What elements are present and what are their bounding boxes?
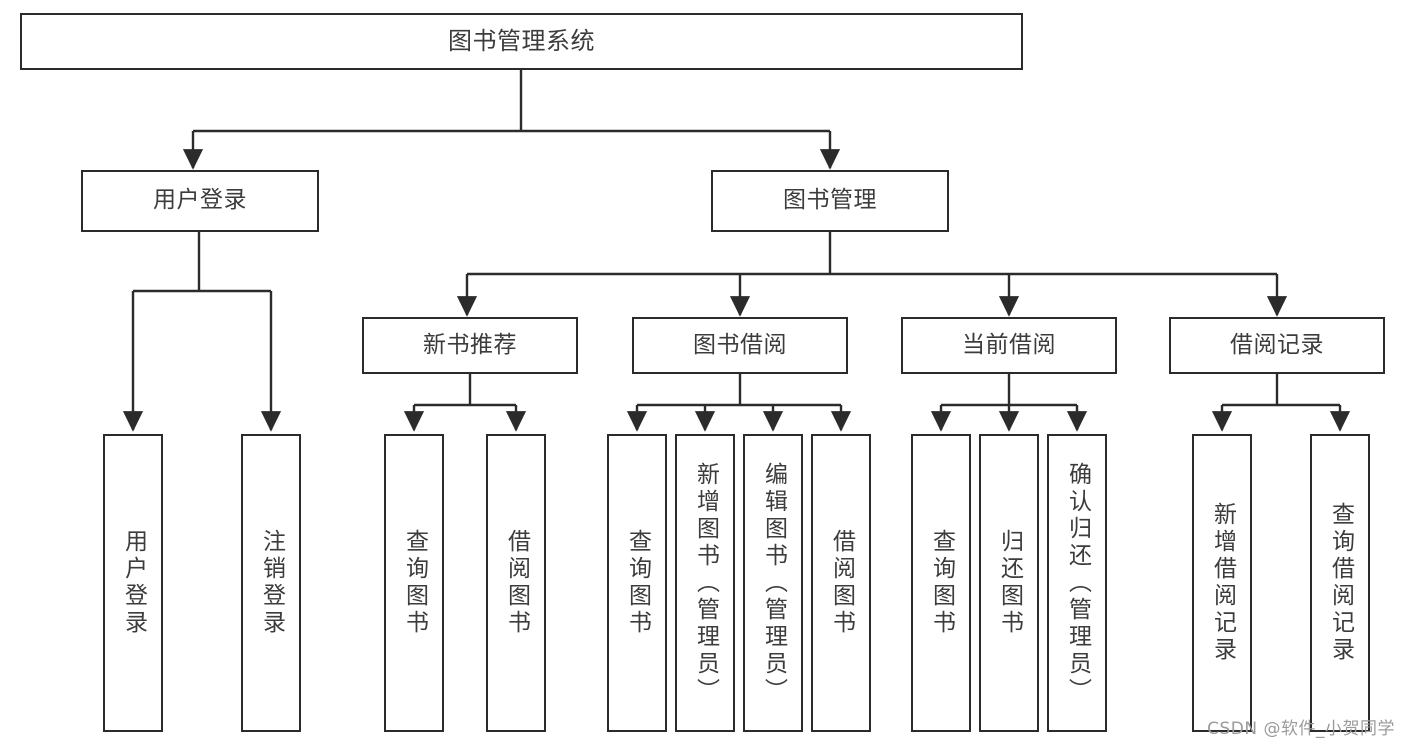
leaf-current-borrow-confirm-return[interactable]: 确认归还（管理员） (1047, 434, 1107, 732)
leaf-new-book-query[interactable]: 查询图书 (384, 434, 444, 732)
leaf-new-book-query-label: 查询图书 (401, 529, 428, 637)
node-user-login[interactable]: 用户登录 (81, 170, 319, 232)
leaf-current-borrow-query[interactable]: 查询图书 (911, 434, 971, 732)
node-book-borrow-label: 图书借阅 (693, 331, 787, 358)
leaf-new-book-borrow-label: 借阅图书 (503, 529, 530, 637)
leaf-user-login-login-label: 用户登录 (120, 529, 147, 637)
leaf-book-borrow-add[interactable]: 新增图书（管理员） (675, 434, 735, 732)
leaf-book-borrow-add-label: 新增图书（管理员） (692, 461, 719, 705)
node-new-book-recommend-label: 新书推荐 (423, 331, 517, 358)
leaf-current-borrow-confirm-return-label: 确认归还（管理员） (1064, 461, 1091, 705)
node-root-label: 图书管理系统 (448, 27, 595, 56)
node-current-borrow-label: 当前借阅 (962, 331, 1056, 358)
leaf-current-borrow-return[interactable]: 归还图书 (979, 434, 1039, 732)
node-book-borrow[interactable]: 图书借阅 (632, 317, 848, 374)
node-user-login-label: 用户登录 (153, 187, 247, 214)
node-book-management[interactable]: 图书管理 (711, 170, 949, 232)
node-borrow-record[interactable]: 借阅记录 (1169, 317, 1385, 374)
leaf-borrow-record-add[interactable]: 新增借阅记录 (1192, 434, 1252, 732)
leaf-book-borrow-query[interactable]: 查询图书 (607, 434, 667, 732)
leaf-user-login-logout-label: 注销登录 (258, 529, 285, 637)
leaf-user-login-login[interactable]: 用户登录 (103, 434, 163, 732)
leaf-current-borrow-query-label: 查询图书 (928, 529, 955, 637)
node-root-book-management-system[interactable]: 图书管理系统 (20, 13, 1023, 70)
leaf-book-borrow-borrow[interactable]: 借阅图书 (811, 434, 871, 732)
leaf-book-borrow-edit[interactable]: 编辑图书（管理员） (743, 434, 803, 732)
leaf-book-borrow-query-label: 查询图书 (624, 529, 651, 637)
leaf-borrow-record-query-label: 查询借阅记录 (1327, 502, 1354, 664)
leaf-user-login-logout[interactable]: 注销登录 (241, 434, 301, 732)
leaf-borrow-record-query[interactable]: 查询借阅记录 (1310, 434, 1370, 732)
node-current-borrow[interactable]: 当前借阅 (901, 317, 1117, 374)
leaf-book-borrow-edit-label: 编辑图书（管理员） (760, 461, 787, 705)
node-new-book-recommend[interactable]: 新书推荐 (362, 317, 578, 374)
leaf-borrow-record-add-label: 新增借阅记录 (1209, 502, 1236, 664)
node-book-management-label: 图书管理 (783, 187, 877, 214)
leaf-current-borrow-return-label: 归还图书 (996, 529, 1023, 637)
leaf-new-book-borrow[interactable]: 借阅图书 (486, 434, 546, 732)
watermark-text: CSDN @软件_小贺同学 (1207, 719, 1395, 739)
leaf-book-borrow-borrow-label: 借阅图书 (828, 529, 855, 637)
node-borrow-record-label: 借阅记录 (1230, 331, 1324, 358)
